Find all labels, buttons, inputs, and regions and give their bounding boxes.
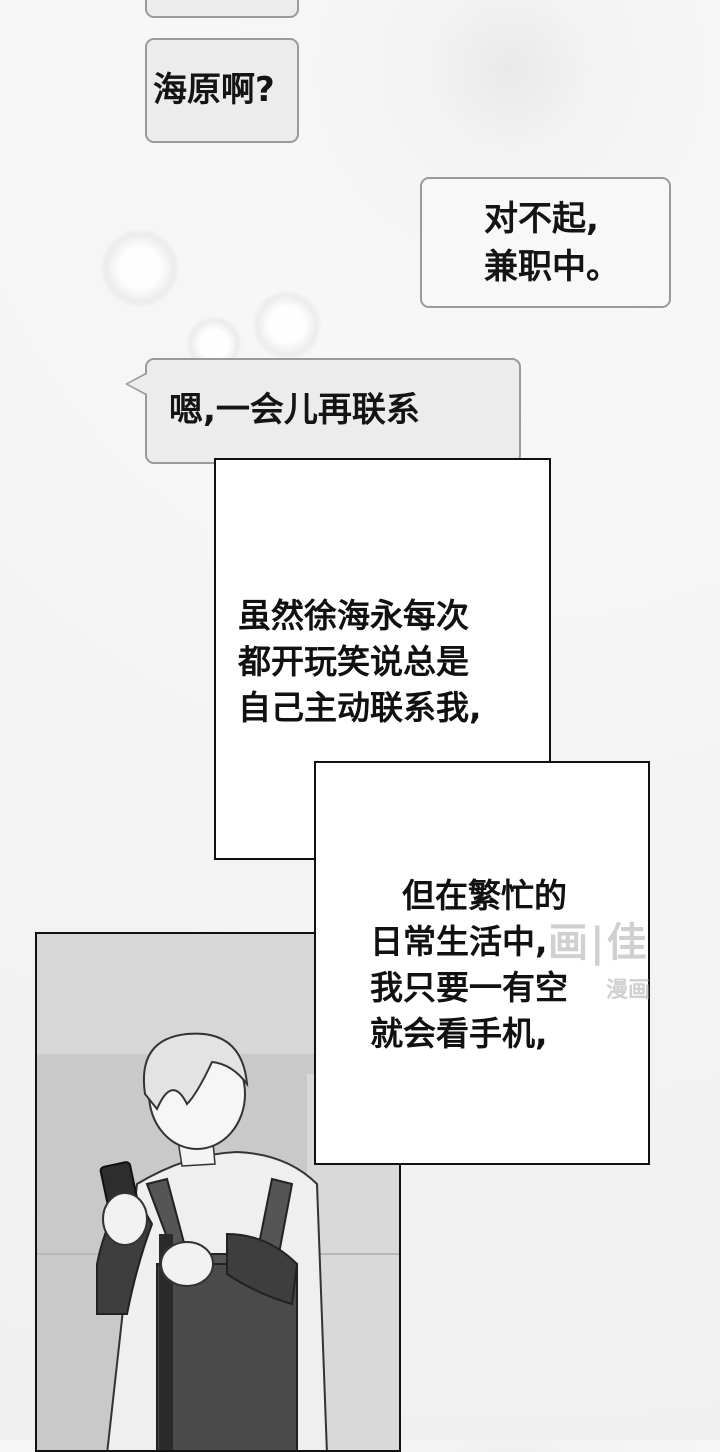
- narration-line: 但在繁忙的: [402, 876, 567, 915]
- narration-line: 自己主动联系我,: [238, 688, 482, 727]
- chat-bubble-partial: [145, 0, 299, 18]
- narration-line: 我只要一有空: [370, 968, 568, 1007]
- narration-line: 虽然徐海永每次: [238, 596, 469, 635]
- narration-line: 都开玩笑说总是: [238, 642, 469, 681]
- chat-bubble-text: 嗯,一会儿再联系: [169, 390, 420, 430]
- chat-bubble-text-line: 兼职中。: [484, 247, 620, 287]
- sparkle-decoration: [100, 228, 180, 308]
- bubble-tail: [125, 372, 147, 396]
- sparkle-decoration: [252, 290, 322, 360]
- watermark-logo-text: 画|佳: [548, 920, 649, 966]
- chat-bubble-received: 嗯,一会儿再联系: [125, 358, 521, 464]
- chat-bubble-sent: 对不起, 兼职中。: [420, 177, 671, 308]
- chat-bubble-text-line: 对不起,: [484, 199, 599, 239]
- chat-bubble-received: 海原啊?: [145, 38, 299, 143]
- narration-box: 但在繁忙的 日常生活中, 我只要一有空 就会看手机,: [314, 761, 650, 1165]
- watermark-caption: 漫画: [606, 978, 651, 1003]
- narration-line: 就会看手机,: [370, 1014, 548, 1053]
- watermark-logo: 画|佳 漫画: [548, 910, 658, 1010]
- narration-line: 日常生活中,: [370, 922, 548, 961]
- chat-bubble-text: 海原啊?: [153, 70, 275, 110]
